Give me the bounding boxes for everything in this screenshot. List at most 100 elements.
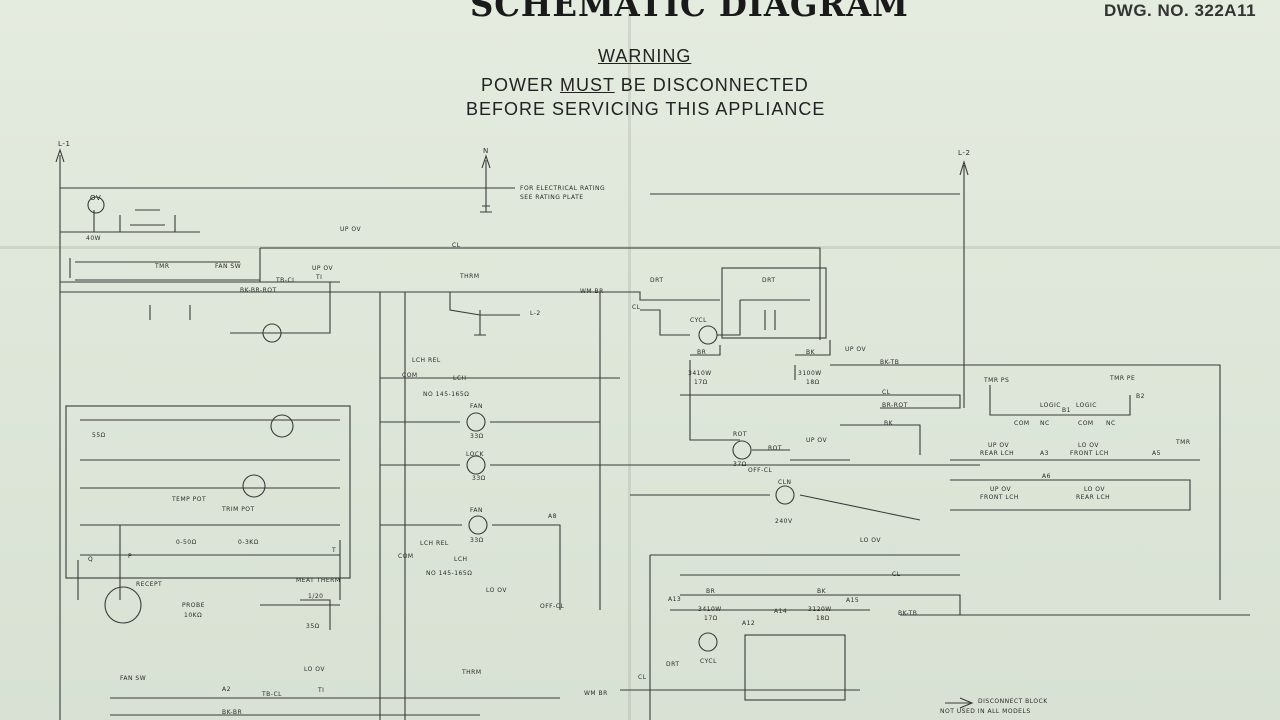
drt-box-label: DRT: [762, 277, 776, 284]
lower-fan-sw-label: FAN SW: [120, 675, 147, 682]
off-cl-label: OFF-CL: [748, 467, 773, 474]
lower-a13-label: A13: [668, 596, 682, 603]
lower-com-label: COM: [398, 553, 414, 560]
rating-line: [60, 187, 960, 195]
transistor2-symbol: [242, 474, 266, 498]
up-ov-label-1: UP OV: [340, 226, 362, 233]
neutral-ground: [480, 160, 492, 213]
diagram-title: SCHEMATIC DIAGRAM: [470, 0, 909, 25]
rot-text-label: ROT: [768, 445, 783, 452]
rear-lch-2-label: REAR LCH: [1076, 494, 1111, 501]
rot-motor-symbol: [732, 440, 752, 460]
a-contacts: [149, 305, 191, 320]
l1-label: L-1: [58, 140, 71, 148]
transistor-symbol: [270, 414, 294, 438]
lower-cl-e-label: CL: [638, 674, 647, 681]
ov-lamp-branch: [60, 209, 200, 233]
warning-heading: WARNING: [598, 46, 692, 66]
trim-pot-label: TRIM POT: [222, 506, 255, 513]
logic-1-label: LOGIC: [1040, 402, 1061, 409]
wm-br-label: WM BR: [580, 288, 604, 295]
tmr-fansw-branch: [69, 248, 261, 282]
thrm-switch: [449, 292, 520, 336]
lower-lo-ov-r-label: LO OV: [860, 537, 881, 544]
cycl-label: CYCL: [690, 317, 707, 324]
recept-label: RECEPT: [136, 581, 163, 588]
lower-heater-line: [670, 609, 960, 616]
q-label: Q: [88, 556, 94, 563]
lower-a2-label: A2: [222, 686, 231, 693]
com-2-label: COM: [1078, 420, 1094, 427]
legend-line-2: NOT USED IN ALL MODELS: [940, 708, 1031, 715]
logic-2-label: LOGIC: [1076, 402, 1097, 409]
meat-ratio-label: 1/20: [308, 593, 324, 600]
a3-label: A3: [1040, 450, 1049, 457]
disconnect-block-symbol: [945, 697, 974, 709]
rot-res-label: 37Ω: [733, 461, 747, 468]
ti-label: TI: [316, 274, 323, 281]
bk-br-rot-label: BK-BR-ROT: [240, 287, 277, 294]
trim-range-label: 0-3KΩ: [238, 539, 259, 546]
ov-motor-symbol: [262, 323, 282, 343]
tmr-block-label: TMR: [1176, 439, 1191, 446]
meat-therm-wiring: [260, 599, 340, 630]
warning-line-2: BEFORE SERVICING THIS APPLIANCE: [466, 99, 826, 119]
drawing-number: DWG. NO. 322A11: [1104, 1, 1257, 20]
rear-lch-label: REAR LCH: [980, 450, 1015, 457]
lower-a15-label: A15: [846, 597, 860, 604]
cln-volt-label: 240V: [775, 518, 793, 525]
rot-label: ROT: [733, 431, 748, 438]
warning-must: MUST: [560, 75, 615, 95]
lower-a14-label: A14: [774, 608, 788, 615]
control-board-traces: [80, 419, 340, 556]
lower-no-res-label: NO 145-165Ω: [426, 570, 473, 577]
bk-b-line: [840, 424, 921, 455]
bk-heater: [794, 340, 831, 380]
lower-drt-box: [744, 634, 846, 701]
warning-line-1-post: BE DISCONNECTED: [614, 75, 809, 95]
fan-res-label: 33Ω: [470, 433, 484, 440]
l2-arrow: [959, 160, 969, 176]
no-res-label: NO 145-165Ω: [423, 391, 470, 398]
lower-tb-cl-label: TB-CL: [262, 691, 282, 698]
neutral-label: N: [483, 147, 489, 155]
lch-rel-label: LCH REL: [412, 357, 441, 364]
lower-br-res-w: 3410W: [698, 606, 722, 613]
a8-label: A8: [548, 513, 557, 520]
drt-line: [620, 291, 720, 301]
neutral-arrow: [481, 154, 491, 169]
br-rot-label: BR-ROT: [882, 402, 908, 409]
lower-bk-res-w: 3120W: [808, 606, 832, 613]
bk-b-label: BK: [884, 420, 894, 427]
up-ov-front-label: UP OV: [990, 486, 1012, 493]
b1-label: B1: [1062, 407, 1071, 414]
ov-lamp-symbol: [87, 196, 105, 214]
tmr-label: TMR: [155, 263, 170, 270]
up-ov-label-3: UP OV: [845, 346, 867, 353]
thrm-label: THRM: [460, 273, 480, 280]
fan2-res-label: 33Ω: [470, 537, 484, 544]
lower-contact-rows: [649, 554, 1250, 720]
lower-br-label: BR: [706, 588, 716, 595]
drt-box: [721, 267, 827, 339]
br-label: BR: [697, 349, 707, 356]
r55-label: 55Ω: [92, 432, 106, 439]
lo-ov-rear-label: LO OV: [1084, 486, 1105, 493]
fan2-motor-symbol: [468, 515, 488, 535]
l1-arrow: [55, 148, 65, 163]
legend-line-1: DISCONNECT BLOCK: [978, 698, 1048, 705]
cln-label: CLN: [778, 479, 792, 486]
rot-line: [752, 449, 850, 461]
lower-cycl-label: CYCL: [700, 658, 717, 665]
a6-label: A6: [1042, 473, 1051, 480]
lower-bk-br-label: BK-BR: [222, 709, 243, 716]
lower-bk-tb-label: BK-TB: [898, 610, 918, 617]
timer-logic-wiring: [989, 385, 1131, 416]
cl-rot-line: [680, 394, 961, 409]
cl-label: CL: [452, 242, 461, 249]
cl-6-label: CL: [632, 304, 641, 311]
front-lch-2-label: FRONT LCH: [980, 494, 1019, 501]
p-label: P: [128, 553, 133, 560]
meat-therm-label: MEAT THERM: [296, 577, 341, 584]
